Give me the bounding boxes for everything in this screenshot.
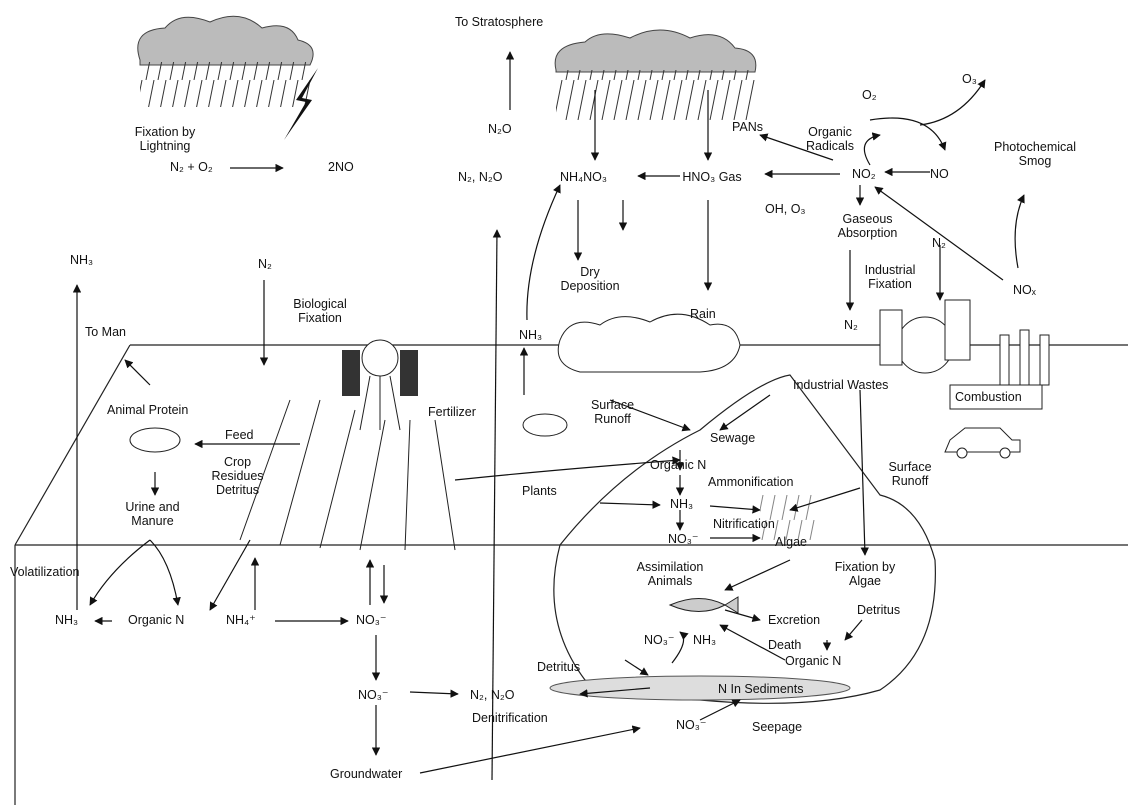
label-no3-seepage: NO₃⁻ bbox=[676, 718, 707, 732]
label-industrial-wastes: Industrial Wastes bbox=[793, 378, 889, 392]
label-seepage: Seepage bbox=[752, 720, 803, 734]
label-fertilizer: Fertilizer bbox=[428, 405, 476, 419]
label-plants: Plants bbox=[522, 484, 557, 498]
label-nox: NOₓ bbox=[1013, 283, 1036, 297]
label-volatilization: Volatilization bbox=[10, 565, 80, 579]
trees-icon bbox=[557, 313, 741, 373]
right-cloud bbox=[554, 29, 757, 120]
label-organic-n-bottom: Organic N bbox=[785, 654, 842, 668]
label-surface-runoff-2: Surface Runoff bbox=[888, 460, 932, 488]
fish-icon bbox=[668, 596, 739, 614]
label-to-man: To Man bbox=[85, 325, 126, 339]
label-nitrification: Nitrification bbox=[713, 517, 775, 531]
label-gaseous-absorption: Gaseous Absorption bbox=[837, 212, 898, 240]
label-denitrification: Denitrification bbox=[472, 711, 548, 725]
label-detritus-left: Detritus bbox=[537, 660, 581, 674]
label-nh4no3: NH₄NO₃ bbox=[560, 170, 607, 184]
tractor-icon bbox=[342, 339, 418, 431]
label-urine-manure: Urine and Manure bbox=[125, 500, 180, 528]
label-o2: O₂ bbox=[862, 88, 877, 102]
label-dry-deposition: Dry Deposition bbox=[560, 265, 620, 293]
label-no2: NO₂ bbox=[852, 167, 876, 181]
label-combustion: Combustion bbox=[955, 390, 1022, 404]
label-animal-protein: Animal Protein bbox=[107, 403, 189, 417]
cow-icon bbox=[129, 413, 568, 453]
label-n2-industrial: N₂ bbox=[844, 318, 858, 332]
label-to-stratosphere: To Stratosphere bbox=[455, 15, 544, 29]
label-organic-n-lake: Organic N bbox=[650, 458, 707, 472]
algae-dots bbox=[760, 495, 815, 540]
label-photochemical-smog: Photochemical Smog bbox=[994, 140, 1076, 168]
smokestacks-icon bbox=[999, 329, 1050, 386]
label-nh3-bottom-lake: NH₃ bbox=[693, 633, 717, 647]
label-n-in-sediments: N In Sediments bbox=[718, 682, 804, 696]
label-assimilation-animals: Assimilation Animals bbox=[636, 560, 704, 588]
label-crop-residues: Crop Residues Detritus bbox=[211, 455, 264, 497]
sediment-layer bbox=[549, 675, 851, 701]
label-o3: O₃ bbox=[962, 72, 977, 86]
label-lightning-eq-rhs: 2NO bbox=[328, 160, 354, 174]
label-hno3-gas: HNO₃ Gas bbox=[682, 170, 742, 184]
label-nh4-soil: NH₄⁺ bbox=[226, 613, 256, 627]
label-nh3-mid: NH₃ bbox=[519, 328, 543, 342]
label-oh-o3: OH, O₃ bbox=[765, 202, 806, 216]
label-algae: Algae bbox=[775, 535, 807, 549]
label-nh3-lake: NH₃ bbox=[670, 497, 694, 511]
flow-arrows bbox=[72, 51, 1025, 781]
left-cloud bbox=[137, 15, 314, 107]
label-detritus-right: Detritus bbox=[857, 603, 901, 617]
label-surface-runoff-1: Surface Runoff bbox=[590, 398, 635, 426]
label-no3-lower: NO₃⁻ bbox=[358, 688, 389, 702]
industrial-plant-icon bbox=[879, 299, 971, 374]
label-n2-n2o-top: N₂, N₂O bbox=[458, 170, 503, 184]
label-organic-n-soil: Organic N bbox=[128, 613, 185, 627]
combustion-box bbox=[949, 384, 1043, 410]
crop-rows-icon bbox=[239, 399, 456, 551]
label-n2-biological: N₂ bbox=[258, 257, 272, 271]
label-no3-soil: NO₃⁻ bbox=[356, 613, 387, 627]
label-no3-bottom-lake: NO₃⁻ bbox=[644, 633, 675, 647]
label-nh3-soil: NH₃ bbox=[55, 613, 79, 627]
label-biological-fixation: Biological Fixation bbox=[293, 297, 347, 325]
label-fixation-by-lightning: Fixation by Lightning bbox=[134, 125, 196, 153]
label-lightning-eq-lhs: N₂ + O₂ bbox=[170, 160, 213, 174]
label-sewage: Sewage bbox=[710, 431, 756, 445]
label-n2-industrial-top: N₂ bbox=[932, 236, 946, 250]
label-death: Death bbox=[768, 638, 802, 652]
label-n2-n2o-denit: N₂, N₂O bbox=[470, 688, 515, 702]
label-ammonification: Ammonification bbox=[708, 475, 794, 489]
label-industrial-fixation: Industrial Fixation bbox=[864, 263, 916, 291]
label-nh3-top-left: NH₃ bbox=[70, 253, 94, 267]
label-groundwater: Groundwater bbox=[330, 767, 403, 781]
label-organic-radicals: Organic Radicals bbox=[806, 125, 854, 153]
label-no3-lake: NO₃⁻ bbox=[668, 532, 699, 546]
label-n2o-top: N₂O bbox=[488, 122, 512, 136]
label-rain: Rain bbox=[690, 307, 716, 321]
label-feed: Feed bbox=[225, 428, 254, 442]
label-no: NO bbox=[930, 167, 949, 181]
label-excretion: Excretion bbox=[768, 613, 821, 627]
label-pans: PANs bbox=[732, 120, 764, 134]
label-fixation-by-algae: Fixation by Algae bbox=[834, 560, 896, 588]
car-icon bbox=[944, 427, 1021, 459]
